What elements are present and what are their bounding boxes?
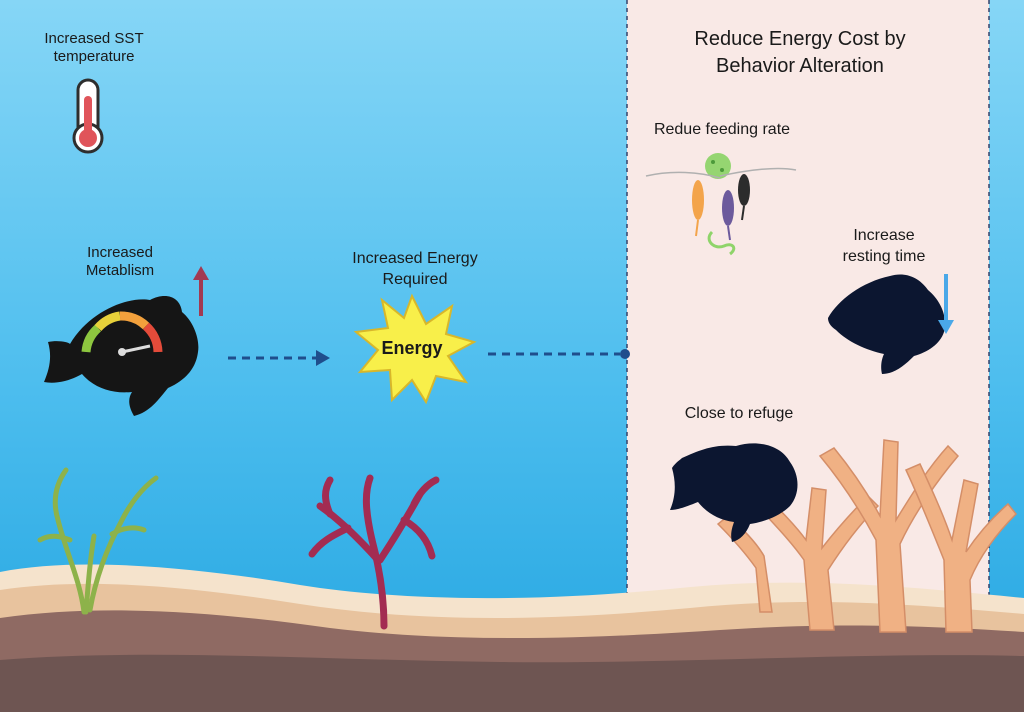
energy-burst-text: Energy bbox=[381, 338, 443, 358]
metabolism-label: Increased Metablism bbox=[85, 244, 155, 279]
resting-fish-icon bbox=[828, 274, 946, 374]
resting-label: Increase resting time bbox=[842, 227, 926, 265]
refuge-label: Close to refuge bbox=[684, 405, 794, 422]
seagrass-icon bbox=[37, 467, 159, 615]
thermometer-icon bbox=[72, 78, 104, 154]
red-seaweed-icon bbox=[308, 474, 440, 630]
increase-arrow-icon bbox=[193, 266, 209, 316]
energy-required-label: Increased Energy Required bbox=[352, 250, 478, 288]
seabed-deep bbox=[0, 654, 1024, 712]
flow-arrow-2 bbox=[488, 349, 630, 359]
feeding-label: Redue feeding rate bbox=[653, 121, 791, 138]
refuge-fish-icon bbox=[670, 443, 798, 542]
flow-arrow-1 bbox=[228, 350, 330, 366]
energy-burst-icon bbox=[353, 293, 477, 405]
panel-title: Reduce Energy Cost by Behavior Alteratio… bbox=[694, 28, 906, 77]
decrease-arrow-icon bbox=[938, 274, 954, 334]
zooplankton-icon bbox=[645, 153, 797, 256]
fish-metabolism-icon bbox=[44, 296, 199, 416]
sst-label: Increased SST temperature bbox=[44, 30, 144, 65]
